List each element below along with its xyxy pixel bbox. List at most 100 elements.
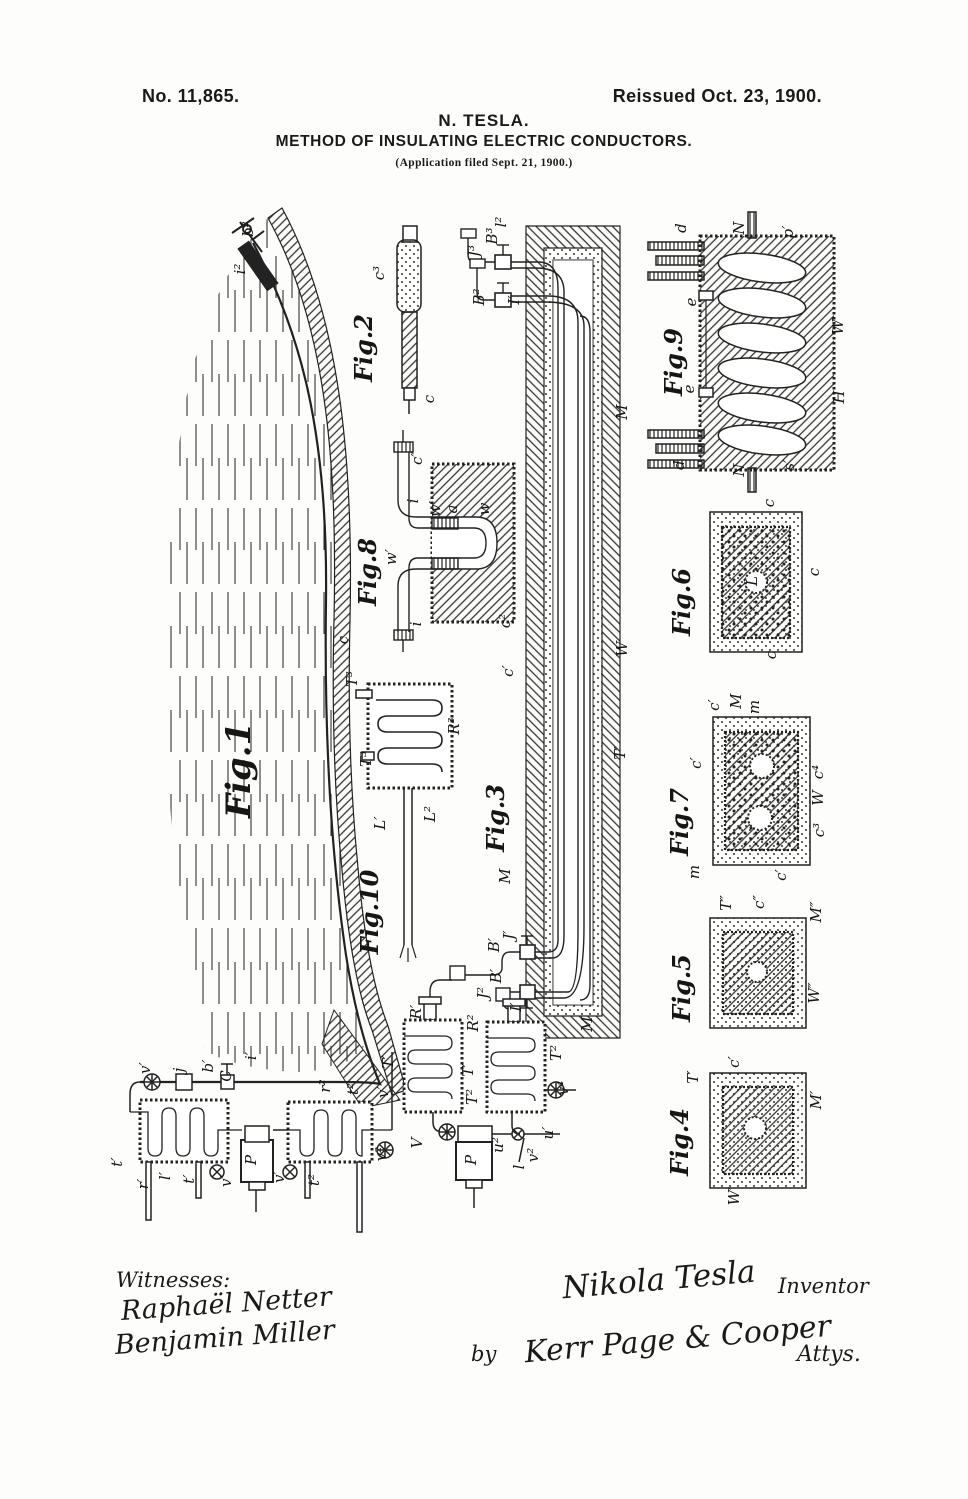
application-line: (Application filed Sept. 21, 1900.) [395,157,573,169]
branch-valve-b1 [220,1063,235,1090]
radiator-r1 [138,1098,230,1164]
ref-label: T′ [459,1063,477,1077]
ref-label: W [809,789,827,806]
ref-label: i² [231,264,249,275]
fig3-reservoirs [402,996,576,1208]
insulated-joint-i2 [237,240,279,292]
fig-label: Fig.5 [667,954,696,1023]
ref-label: v⁴ [554,1081,572,1096]
ref-label: L′ [371,816,389,831]
inventor-label: Inventor [778,1274,869,1298]
ref-label: W [829,318,847,335]
terminal-pole-b2 [231,217,265,253]
ref-label: B³ [483,227,501,245]
valve-wheel-v3[interactable] [376,1141,394,1159]
fig-label: Fig.2 [349,314,378,383]
ref-label: R³ [445,717,463,735]
fig-label: Fig.7 [665,788,694,857]
ref-label: T³ [357,751,375,767]
ref-label: H [830,390,848,405]
joint-j [175,1073,193,1091]
ref-label: s′ [780,459,798,471]
ref-label: e [682,297,700,306]
ref-label: c″ [408,451,426,465]
page-title: METHOD OF INSULATING ELECTRIC CONDUCTORS… [275,133,693,150]
fig-label: Fig.10 [355,869,384,955]
fig3-conduit [429,225,621,1039]
ref-label: r² [316,1079,334,1092]
ref-label: c² [496,614,514,628]
ref-label: c′ [499,665,517,677]
ref-label: i [407,621,425,626]
ref-label: c [805,567,823,576]
ref-label: P [462,1154,480,1166]
ref-label: B′ [487,968,505,984]
ref-label: c³ [810,823,828,837]
fig1-lake-section [140,207,407,1109]
ref-label: v′ [217,1174,235,1186]
fig-label: Fig.6 [667,568,696,637]
fig2-sample [396,225,422,414]
reservoir-r2 [485,1020,547,1114]
reservoir-r1 [402,1018,464,1114]
pump2-body[interactable] [455,1141,493,1181]
ref-label: P [242,1154,260,1166]
fig8-joint [393,430,516,652]
ref-label: i [404,498,422,503]
ref-label: W″ [805,982,823,1003]
ref-label: j [170,1067,188,1075]
ref-label: v′ [136,1061,154,1073]
ref-label: T′ [684,1070,702,1084]
ref-label: e [680,384,698,393]
ref-label: c³ [370,266,388,280]
ref-label: N [730,221,748,236]
ref-label: l² [492,217,510,228]
fig4-section [709,1072,807,1189]
ref-label: M′ [807,1090,825,1110]
ref-label: u² [489,1137,507,1153]
ref-label: R² [464,1014,482,1032]
ref-label: l [510,1164,528,1169]
reissue-date: Reissued Oct. 23, 1900. [612,86,822,106]
ref-label: w [475,502,493,515]
ref-label: T³ [343,671,361,687]
ref-label: M [496,868,514,885]
fig-label: Fig.1 [219,722,259,819]
ref-label: N [730,463,748,478]
ref-label: L² [421,806,439,823]
radiator-r2 [286,1100,374,1164]
ref-label: w′ [426,500,444,517]
ref-label: m [745,700,763,714]
ref-label: J′ [500,930,518,943]
valve-wheel-V[interactable] [438,1123,456,1141]
ref-label: T² [463,1089,481,1105]
helix [717,252,807,456]
attorneys-label: Attys. [797,1342,861,1367]
ref-label: L [743,576,761,587]
ref-label: t′ [108,1157,126,1167]
top-junction [460,228,512,308]
ref-label: c″ [750,895,768,909]
ref-label: c [760,498,778,507]
ref-label: T″ [717,895,735,911]
ref-label: I′ [505,295,523,306]
valve-wheel-v1 [143,1073,161,1091]
ref-label: v² [524,1148,542,1163]
fig6-section [709,511,803,653]
fig-label: Fig.9 [659,328,688,397]
ref-label: c′ [725,1056,743,1068]
ref-label: b′ [199,1059,217,1073]
ref-label: B′ [485,937,503,953]
fig1-apparatus [129,1052,394,1233]
cable-c-line [140,242,382,1086]
fig9-coil [647,211,836,493]
ref-label: v′ [270,1170,288,1182]
ref-label: T² [547,1045,565,1061]
ref-label: T′ [611,746,629,760]
fig5-section [709,917,807,1029]
ref-label: c′ [705,699,723,711]
fig-label: Fig.4 [665,1108,694,1177]
patent-number: No. 11,865. [142,86,240,106]
ref-label: W [613,640,631,657]
